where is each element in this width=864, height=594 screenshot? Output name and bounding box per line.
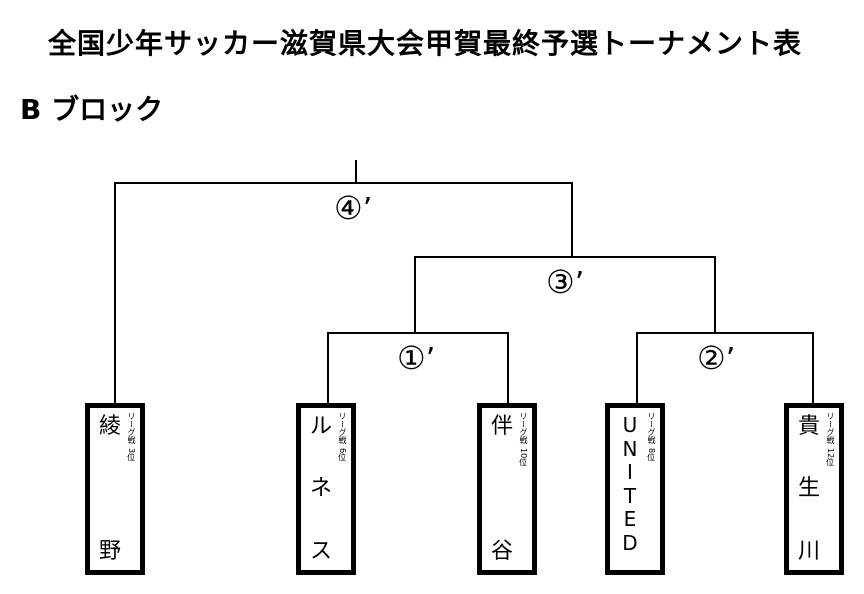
rank-number: 8 bbox=[647, 448, 656, 454]
rank-number: 10 bbox=[519, 448, 528, 459]
match-mark: ’ bbox=[362, 192, 373, 227]
team-box-banya: 伴 谷 リーグ戦 10 位 bbox=[477, 403, 537, 575]
match-number: ② bbox=[697, 339, 726, 377]
league-rank: リーグ戦 10 位 bbox=[517, 412, 529, 467]
page-title: 全国少年サッカー滋賀県大会甲賀最終予選トーナメント表 bbox=[48, 27, 803, 60]
team-name-char: N bbox=[622, 436, 638, 461]
match-mark: ’ bbox=[725, 342, 736, 377]
team-name: U N I T E D bbox=[617, 413, 643, 564]
rank-suffix: 位 bbox=[647, 453, 655, 463]
rank-suffix: 位 bbox=[338, 453, 346, 463]
team-name-char: 生 bbox=[797, 476, 820, 502]
rank-label: リーグ戦 bbox=[127, 412, 136, 444]
team-name-char: U bbox=[622, 413, 638, 437]
rank-suffix: 位 bbox=[519, 458, 527, 468]
match-number: ④ bbox=[334, 189, 363, 227]
team-box-kibukawa: 貴 生 川 リーグ戦 12 位 bbox=[784, 403, 844, 575]
league-rank: リーグ戦 8 位 bbox=[645, 412, 657, 462]
rank-label: リーグ戦 bbox=[647, 412, 656, 444]
rank-suffix: 位 bbox=[127, 453, 135, 463]
team-name-char: ス bbox=[309, 538, 332, 564]
league-rank: リーグ戦 3 位 bbox=[125, 412, 137, 462]
team-box-ayano: 綾 野 リーグ戦 3 位 bbox=[85, 403, 145, 575]
match-label-3: ③’ bbox=[546, 266, 584, 299]
bracket-line-match-1 bbox=[327, 332, 509, 403]
team-name: 貴 生 川 bbox=[796, 414, 822, 564]
rank-label: リーグ戦 bbox=[826, 412, 835, 444]
bracket-line-match-2 bbox=[636, 332, 814, 403]
team-name-char: D bbox=[622, 530, 638, 555]
team-name-char: ル bbox=[309, 414, 332, 439]
team-name-char: T bbox=[623, 483, 637, 508]
match-label-4: ④’ bbox=[334, 192, 372, 225]
team-name: ル ネ ス bbox=[308, 414, 334, 564]
bracket-line-match-3 bbox=[414, 256, 716, 333]
team-name-char: 川 bbox=[797, 538, 820, 564]
team-name: 伴 谷 bbox=[489, 414, 515, 564]
team-name-char: E bbox=[623, 507, 637, 532]
match-number: ③ bbox=[546, 263, 575, 301]
team-name-char: 貴 bbox=[797, 414, 820, 439]
team-name-char: 伴 bbox=[490, 414, 513, 439]
match-mark: ’ bbox=[574, 266, 585, 301]
league-rank: リーグ戦 12 位 bbox=[824, 412, 836, 467]
team-name: 綾 野 bbox=[97, 414, 123, 564]
bracket-line-match-4 bbox=[114, 182, 573, 403]
team-name-char: 谷 bbox=[490, 538, 513, 564]
match-number: ① bbox=[397, 339, 426, 377]
rank-label: リーグ戦 bbox=[519, 412, 528, 444]
team-name-char: 綾 bbox=[98, 414, 121, 439]
team-name-char: I bbox=[627, 460, 633, 485]
league-rank: リーグ戦 6 位 bbox=[336, 412, 348, 462]
team-box-united: U N I T E D リーグ戦 8 位 bbox=[605, 403, 665, 575]
match-label-1: ①’ bbox=[397, 342, 435, 375]
match-mark: ’ bbox=[425, 342, 436, 377]
rank-number: 3 bbox=[127, 448, 136, 454]
block-title: B ブロック bbox=[20, 93, 164, 126]
rank-suffix: 位 bbox=[826, 458, 834, 468]
team-box-runes: ル ネ ス リーグ戦 6 位 bbox=[296, 403, 356, 575]
rank-label: リーグ戦 bbox=[338, 412, 347, 444]
match-label-2: ②’ bbox=[697, 342, 735, 375]
team-name-char: ネ bbox=[309, 476, 332, 502]
team-name-char: 野 bbox=[98, 538, 121, 564]
rank-number: 12 bbox=[826, 448, 835, 459]
rank-number: 6 bbox=[338, 448, 347, 454]
